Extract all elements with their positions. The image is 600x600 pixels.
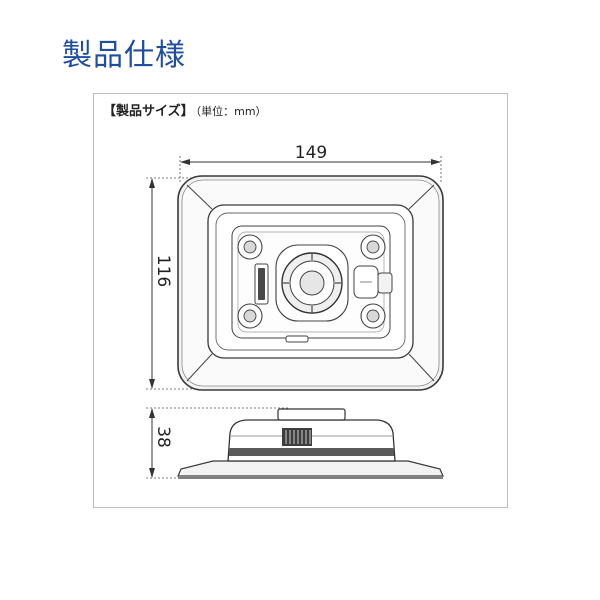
screw-hole-top-right	[366, 240, 380, 254]
width-label: 149	[295, 143, 327, 163]
side-view	[177, 408, 444, 479]
body-band	[229, 448, 394, 456]
latch-tip	[377, 272, 393, 294]
release-latch	[353, 265, 393, 299]
screw-hole-bottom-right	[366, 309, 380, 323]
width-arrow-left	[180, 159, 190, 165]
corner-rib-top-left	[186, 184, 213, 210]
dial-core	[299, 270, 325, 296]
width-dimension: 149	[179, 143, 442, 184]
spec-heading: 【製品サイズ】（単位：mm）	[103, 104, 267, 120]
height-label: 116	[153, 255, 173, 287]
bottom-tab	[285, 335, 309, 343]
base-flange	[177, 460, 444, 477]
screw-hole-top-left	[243, 240, 257, 254]
top-view	[177, 175, 444, 391]
center-dial	[275, 244, 349, 322]
height-arrow-bottom	[149, 379, 155, 389]
screw-bosses	[237, 234, 386, 329]
screw-hole-bottom-left	[243, 309, 257, 323]
knurled-grip	[282, 428, 312, 446]
top-cap	[277, 408, 346, 421]
corner-rib-bottom-right	[408, 353, 435, 382]
depth-dimension: 38	[146, 407, 290, 479]
depth-arrow-bottom	[149, 468, 155, 478]
corner-rib-top-right	[408, 184, 435, 210]
page-title: 製品仕様	[62, 38, 186, 73]
unit-note: （単位：mm）	[195, 105, 267, 118]
depth-label: 38	[153, 426, 173, 448]
depth-arrow-top	[149, 408, 155, 418]
side-tag	[254, 263, 269, 305]
height-arrow-top	[149, 178, 155, 188]
corner-rib-bottom-left	[186, 353, 213, 382]
side-tag-label	[258, 268, 265, 300]
width-arrow-right	[431, 159, 441, 165]
size-heading: 【製品サイズ】	[103, 104, 194, 119]
